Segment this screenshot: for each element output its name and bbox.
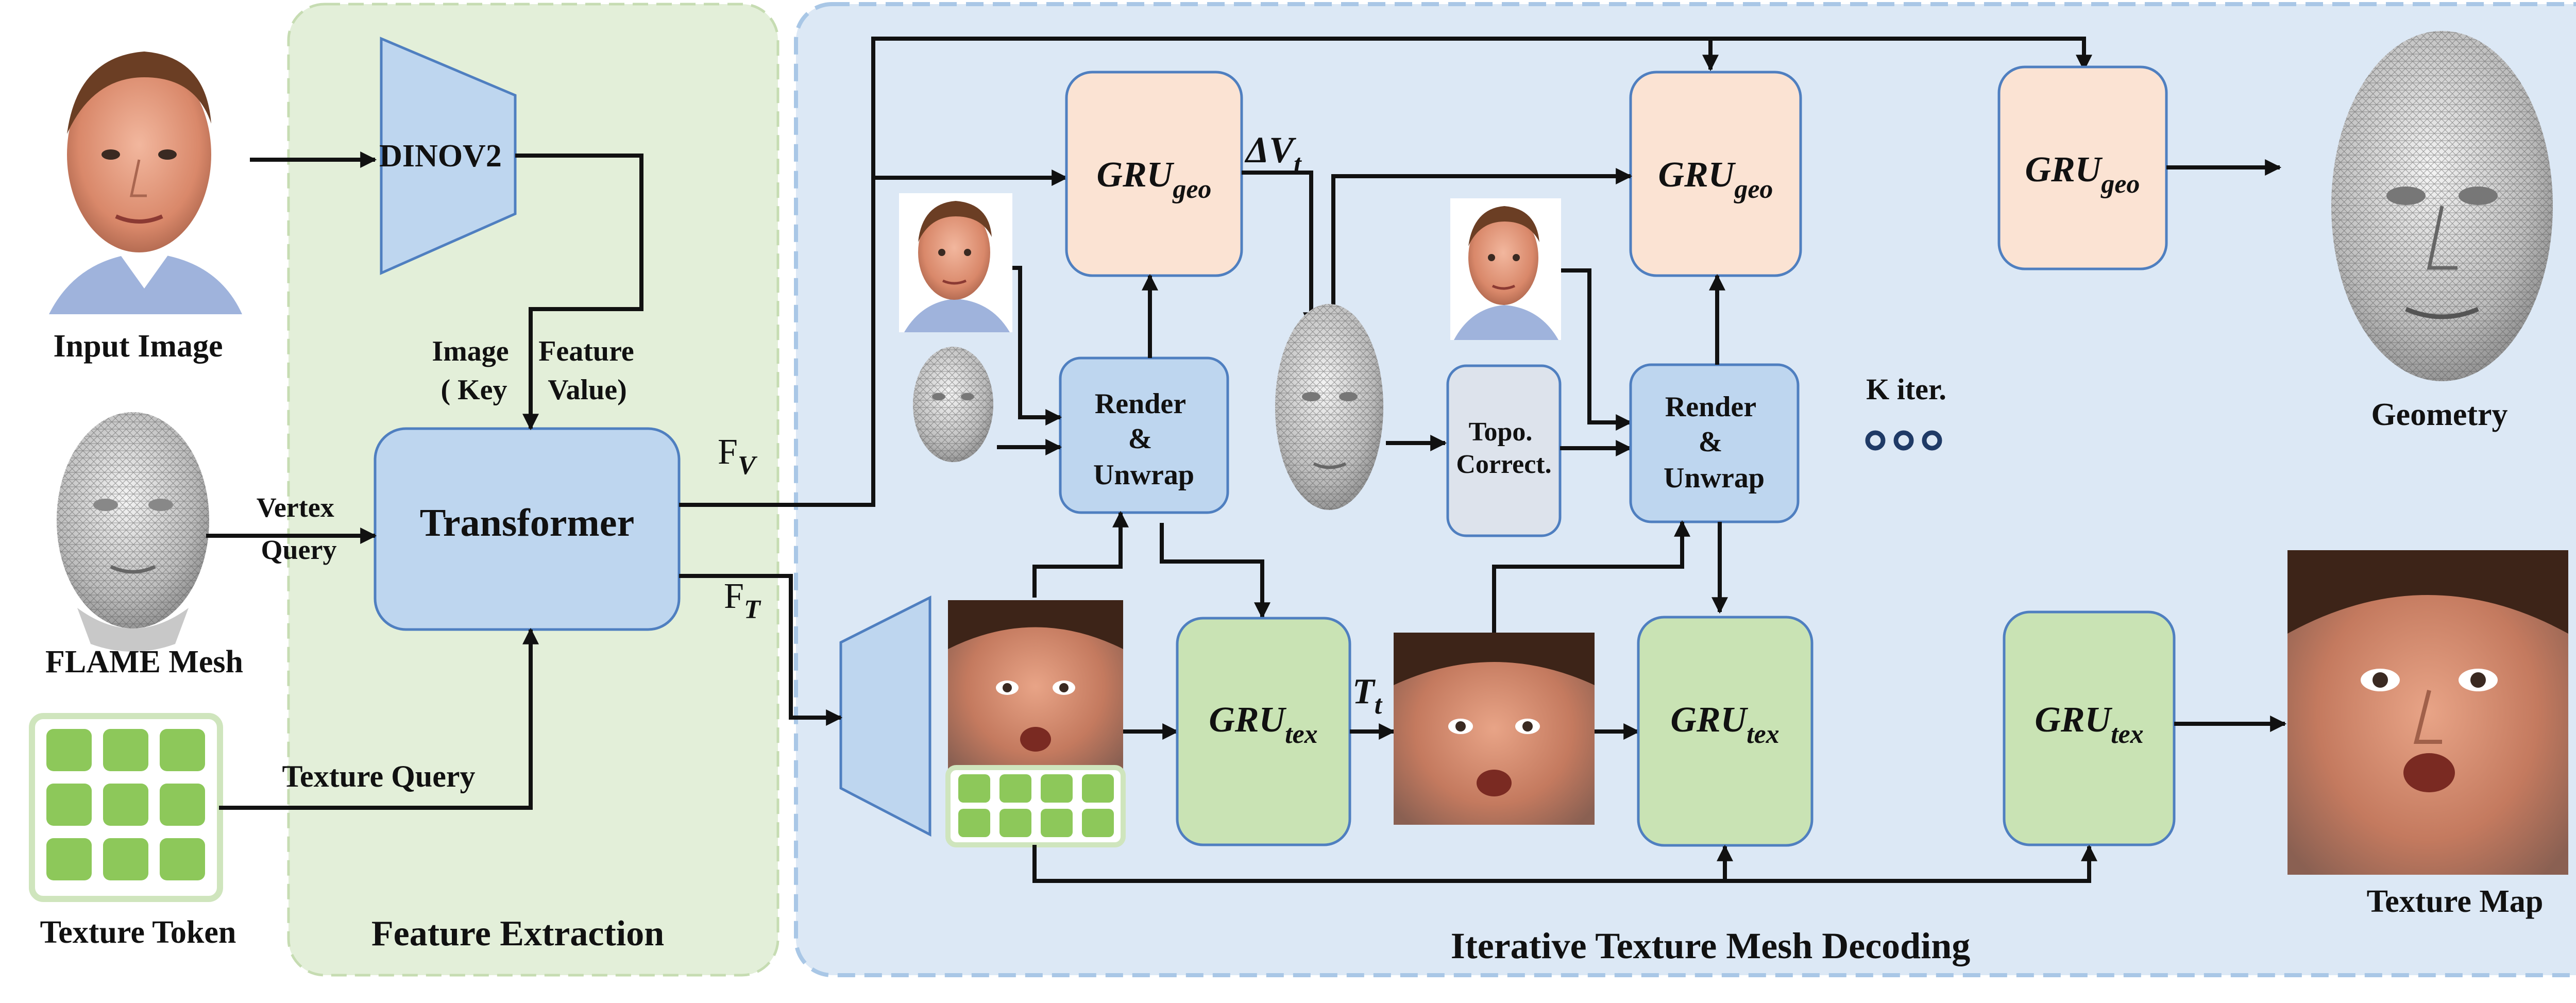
topo-correct-label: Topo. Correct. bbox=[1456, 417, 1551, 479]
flame-mesh-label: FLAME Mesh bbox=[45, 644, 243, 679]
feature-extraction-title: Feature Extraction bbox=[371, 914, 664, 954]
texture-token-label: Texture Token bbox=[40, 915, 236, 950]
texture-decoder-node bbox=[839, 595, 931, 837]
render-unwrap-label-2: Render & Unwrap bbox=[1664, 391, 1765, 494]
k-iter-label: K iter. bbox=[1866, 372, 1946, 406]
render-unwrap-label-1: Render & Unwrap bbox=[1093, 388, 1194, 491]
decoding-title: Iterative Texture Mesh Decoding bbox=[1451, 925, 1971, 966]
dinov2-label: DINOV2 bbox=[379, 139, 502, 174]
face-photo-small-2 bbox=[1450, 198, 1561, 340]
gru-tex-label-3: GRUtex bbox=[2035, 700, 2143, 749]
output-texture-map bbox=[2287, 550, 2568, 875]
texture-token-grid-small bbox=[945, 765, 1126, 847]
gru-tex-label-1: GRUtex bbox=[1209, 700, 1317, 749]
texture-crop-1 bbox=[948, 600, 1123, 773]
dinov2-node bbox=[380, 37, 517, 275]
feature-value-label: Feature Value) bbox=[538, 335, 641, 406]
gru-tex-label-2: GRUtex bbox=[1670, 700, 1779, 749]
reconstructed-mesh-mid bbox=[1275, 304, 1383, 510]
texture-crop-2 bbox=[1394, 633, 1595, 825]
delta-v-label: ΔVt bbox=[1244, 129, 1302, 179]
input-image bbox=[36, 46, 252, 314]
render-unwrap-node-1 bbox=[1059, 356, 1229, 514]
fv-label: FV bbox=[718, 432, 758, 480]
flame-mesh-small bbox=[913, 347, 993, 462]
texture-token-grid bbox=[29, 713, 223, 902]
texture-query-label: Texture Query bbox=[282, 759, 476, 793]
ellipsis-dots bbox=[1865, 430, 1942, 451]
topo-correct-node bbox=[1446, 364, 1562, 537]
render-unwrap-node-2 bbox=[1629, 363, 1800, 523]
ft-label: FT bbox=[724, 576, 761, 624]
input-image-label: Input Image bbox=[53, 329, 223, 364]
gru-geo-label-3: GRUgeo bbox=[2025, 150, 2140, 199]
vertex-query-label: Vertex Query bbox=[257, 492, 341, 565]
output-geometry-mesh bbox=[2331, 31, 2553, 381]
geometry-label: Geometry bbox=[2371, 397, 2507, 432]
transformer-label: Transformer bbox=[420, 501, 634, 545]
image-key-label: Image ( Key bbox=[432, 335, 516, 406]
face-photo-small-1 bbox=[899, 193, 1012, 332]
flame-mesh bbox=[57, 412, 209, 652]
gru-geo-label-1: GRUgeo bbox=[1097, 155, 1212, 204]
t-t-label: Tt bbox=[1352, 672, 1383, 720]
texture-map-label: Texture Map bbox=[2367, 884, 2544, 919]
gru-geo-label-2: GRUgeo bbox=[1658, 155, 1773, 204]
